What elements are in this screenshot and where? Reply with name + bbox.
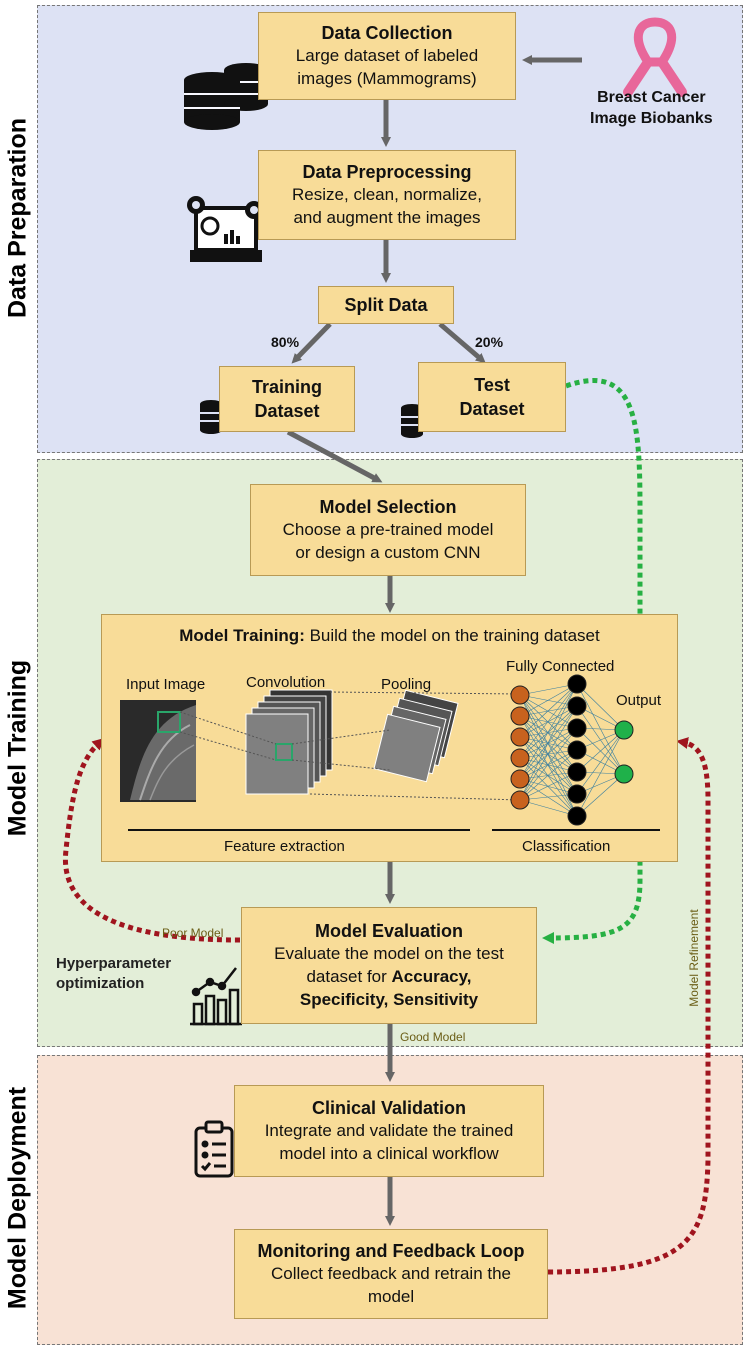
biobank-source-label: Breast Cancer Image Biobanks [590,88,713,130]
model-evaluation-box[interactable]: Model Evaluation Evaluate the model on t… [241,907,537,1024]
model-evaluation-line3: Specificity, Sensitivity [299,990,479,1010]
train-percent-label: 80% [271,334,300,350]
model-evaluation-metrics: Accuracy, [391,967,472,987]
model-training-subtitle: Build the model on the training dataset [304,626,600,645]
convolution-label: Convolution [246,674,326,691]
split-data-title: Split Data [344,294,428,315]
monitoring-line2: model [367,1287,415,1307]
arrow-training-to-selection [286,429,383,483]
pooling-label: Pooling [381,676,432,693]
model-training-box[interactable]: Model Training: Build the model on the t… [101,614,678,862]
database-icon [184,63,268,130]
data-collection-box[interactable]: Data Collection Large dataset of labeled… [258,12,516,100]
data-collection-line1: Large dataset of labeled [295,46,479,66]
arrow-test-to-evaluation [542,378,643,944]
biobank-line1: Breast Cancer [597,89,706,106]
test-percent-label: 20% [475,334,504,350]
input-image-label: Input Image [126,676,206,693]
model-selection-line1: Choose a pre-trained model [282,520,494,540]
test-dataset-line1: Test [474,374,510,395]
data-preprocessing-title: Data Preprocessing [302,161,472,182]
clinical-validation-box[interactable]: Clinical Validation Integrate and valida… [234,1085,544,1177]
laptop-gears-icon [187,196,263,262]
model-selection-box[interactable]: Model Selection Choose a pre-trained mod… [250,484,526,576]
feature-extraction-label: Feature extraction [224,838,345,855]
fully-connected-label: Fully Connected [506,658,615,675]
clinical-validation-title: Clinical Validation [311,1097,467,1118]
hyperparameter-line1: Hyperparameter [56,955,172,972]
ribbon-icon [623,17,687,97]
training-dataset-box[interactable]: Training Dataset [219,366,355,432]
clinical-validation-line1: Integrate and validate the trained [264,1121,514,1141]
model-evaluation-title: Model Evaluation [314,920,464,941]
model-evaluation-line1: Evaluate the model on the test [274,944,504,964]
model-training-heading: Model Training: Build the model on the t… [179,625,599,648]
poor-model-label: Poor Model [162,926,224,940]
hyperparameter-line2: optimization [56,975,145,993]
model-training-title: Model Training: [179,626,305,645]
good-model-label: Good Model [400,1030,466,1044]
monitoring-box[interactable]: Monitoring and Feedback Loop Collect fee… [234,1229,548,1319]
output-label: Output [616,692,662,709]
model-selection-title: Model Selection [319,496,457,517]
arrow-poor-model [62,737,241,943]
training-dataset-line2: Dataset [254,401,320,421]
hyperparameter-label: Hyperparameter optimization [56,954,171,995]
model-evaluation-line2-wrap: dataset for Accuracy, [306,966,471,989]
arrow-split-to-test [438,322,486,364]
classification-label: Classification [522,838,611,855]
monitoring-title: Monitoring and Feedback Loop [257,1240,525,1261]
database-icon [200,400,222,434]
data-preprocessing-line2: and augment the images [293,208,481,228]
model-selection-line2: or design a custom CNN [295,543,481,563]
arrow-model-refinement [547,737,711,1275]
monitoring-line1: Collect feedback and retrain the [270,1264,512,1284]
data-collection-title: Data Collection [321,22,453,43]
test-dataset-box[interactable]: Test Dataset [418,362,566,432]
training-dataset-line1: Training [251,376,322,397]
clipboard-icon [194,1120,234,1178]
biobank-line2: Image Biobanks [590,109,713,127]
split-data-box[interactable]: Split Data [318,286,454,324]
test-dataset-line2: Dataset [459,399,525,419]
data-collection-line2: images (Mammograms) [297,69,477,89]
bar-chart-icon [190,967,242,1026]
data-preprocessing-box[interactable]: Data Preprocessing Resize, clean, normal… [258,150,516,240]
arrow-split-to-training [291,322,332,364]
clinical-validation-line2: model into a clinical workflow [279,1144,499,1164]
data-preprocessing-line1: Resize, clean, normalize, [292,185,482,205]
model-refinement-label: Model Refinement [687,909,701,1007]
model-evaluation-line2: dataset for [306,967,392,987]
